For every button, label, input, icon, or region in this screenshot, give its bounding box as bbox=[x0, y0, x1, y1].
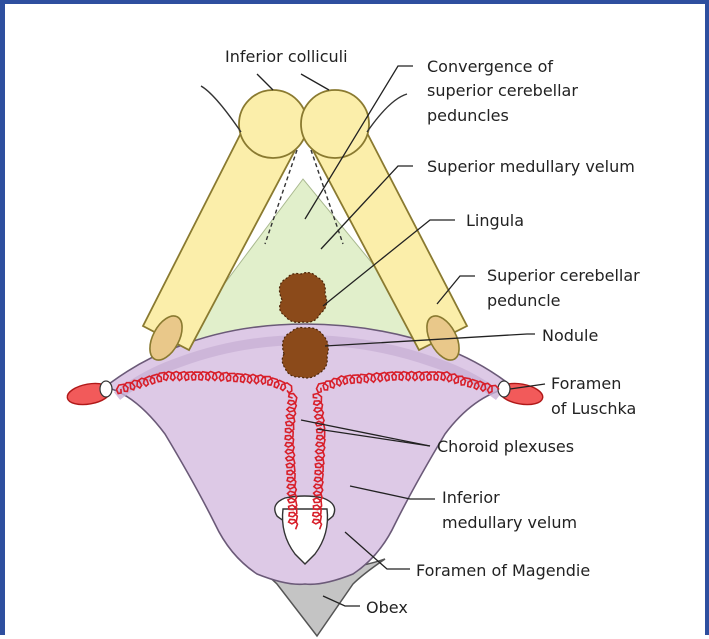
label-convergence-line1: Convergence of bbox=[427, 57, 553, 76]
label-inferior-medullary-velum-line1: Inferior bbox=[442, 488, 500, 507]
label-superior-medullary-velum: Superior medullary velum bbox=[427, 157, 635, 176]
label-foramen-of-luschka-line1: Foramen bbox=[551, 374, 621, 393]
inferior-colliculus-left bbox=[239, 90, 307, 158]
label-inferior-medullary-velum-line2: medullary velum bbox=[442, 513, 577, 532]
label-superior-cerebellar-peduncle-line1: Superior cerebellar bbox=[487, 266, 640, 285]
inferior-colliculus-right bbox=[301, 90, 369, 158]
label-foramen-of-luschka-line2: of Luschka bbox=[551, 399, 636, 418]
label-superior-cerebellar-peduncle-line2: peduncle bbox=[487, 291, 561, 310]
diagram-canvas: Inferior colliculi Convergence of superi… bbox=[5, 4, 709, 639]
foramen-of-luschka-left bbox=[66, 380, 113, 407]
label-choroid-plexuses: Choroid plexuses bbox=[437, 437, 574, 456]
label-foramen-of-magendie: Foramen of Magendie bbox=[416, 561, 590, 580]
label-convergence-line2: superior cerebellar bbox=[427, 81, 578, 100]
label-nodule: Nodule bbox=[542, 326, 598, 345]
label-inferior-colliculi: Inferior colliculi bbox=[225, 47, 348, 66]
inferior-colliculi bbox=[201, 86, 407, 158]
lingula bbox=[279, 273, 326, 323]
nodule bbox=[282, 328, 328, 379]
label-lingula: Lingula bbox=[466, 211, 524, 230]
label-convergence-line3: peduncles bbox=[427, 106, 509, 125]
label-obex: Obex bbox=[366, 598, 408, 617]
